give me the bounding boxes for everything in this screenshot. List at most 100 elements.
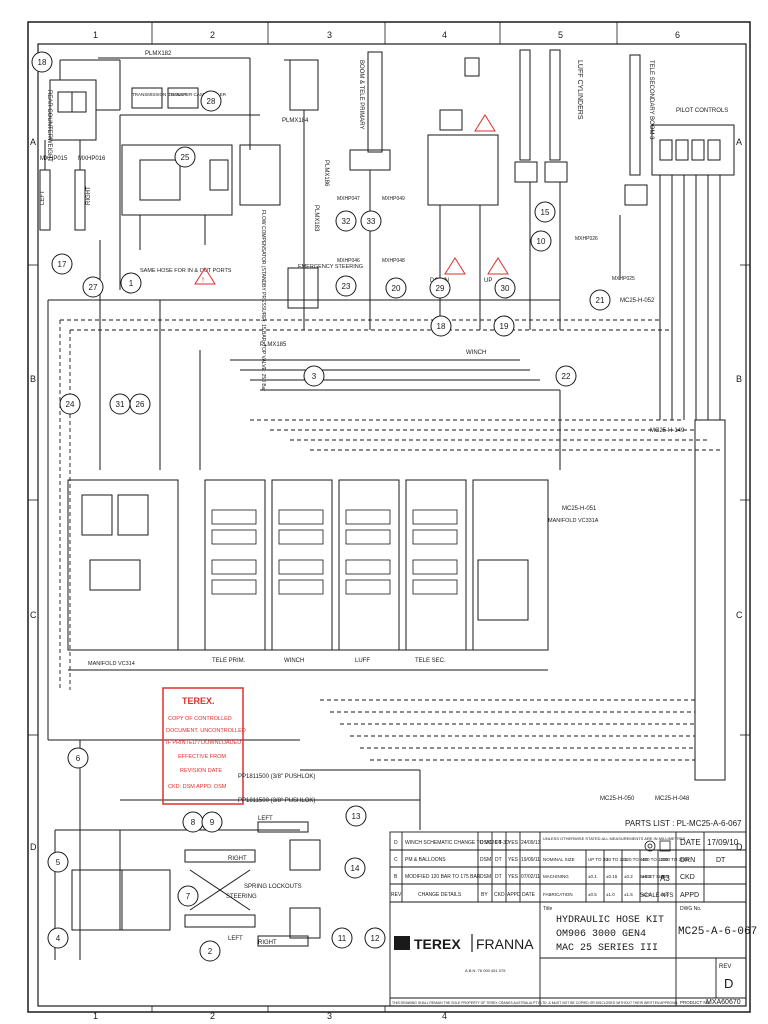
plmx184-label: PLMX184 <box>282 118 309 124</box>
left-cylinder-label: LEFT <box>40 190 46 205</box>
callout-balloon-number: 23 <box>342 282 351 291</box>
callout-balloon: 14 <box>344 857 366 879</box>
tolerance-row: FABRICATION ±0.5 ±1.0 ±1.5 ±2.0 ±3.0 <box>543 892 669 897</box>
rev-id: B <box>394 874 398 880</box>
abn-text: A.B.N. 76 000 451 075 <box>465 968 506 973</box>
callout-balloon-circle <box>335 210 357 232</box>
date-label: DATE <box>680 838 701 847</box>
stamp-line: DOCUMENT. UNCONTROLLED <box>166 728 246 734</box>
callout-balloon-circle <box>534 201 556 223</box>
callout-balloon: 19 <box>493 315 515 337</box>
rev-by: DSM <box>480 840 491 846</box>
callout-balloon-number: 28 <box>207 97 216 106</box>
tolerance-label: MACHINING <box>543 874 569 879</box>
tolerance-cell: ±0.5 <box>588 892 597 897</box>
valve-bank <box>67 479 549 671</box>
plmx183-label: PLMX183 <box>313 205 319 232</box>
callout-balloon-number: 26 <box>136 400 145 409</box>
callout-balloon-number: 32 <box>342 217 351 226</box>
callout-balloon: 29 <box>429 277 451 299</box>
callout-balloon-number: 18 <box>437 322 446 331</box>
callout-balloon: 31 <box>109 393 131 415</box>
mxhp049-label: MXHP049 <box>382 196 405 202</box>
stamp-line: CKD: DSM APPD: DSM <box>168 784 227 790</box>
callout-balloon-circle <box>303 365 325 387</box>
callout-balloon: 5 <box>47 851 69 873</box>
rev-by: DSM <box>480 857 491 863</box>
tolerance-cell: ±2.0 <box>642 892 651 897</box>
col-label-top: 4 <box>442 30 447 40</box>
col-label-top: 5 <box>558 30 563 40</box>
dwg-number: MC25-A-6-067 <box>678 926 757 938</box>
steering-right-top: RIGHT <box>228 856 247 862</box>
rev-date: 19/09/11 <box>521 857 540 863</box>
callout-balloon-number: 11 <box>338 934 347 943</box>
scale-label: SCALE NTS <box>640 893 673 899</box>
col-label-top: 2 <box>210 30 215 40</box>
callout-balloon-circle <box>177 885 199 907</box>
col-label-bottom: 1 <box>93 1011 98 1021</box>
callout-balloon-circle <box>201 811 223 833</box>
approval-cells: DATE 17/09/10 DRN DT CKD APPD SHEET SIZE… <box>640 838 739 899</box>
plmx185-label: PLMX185 <box>260 342 287 348</box>
callout-balloon: 23 <box>335 275 357 297</box>
title-line-1: HYDRAULIC HOSE KIT <box>556 915 664 926</box>
callout-balloon-number: 7 <box>186 892 191 901</box>
rev-date: 07/02/11 <box>521 874 540 880</box>
title-line-2: OM906 3000 GEN4 <box>556 929 646 940</box>
cylinders-group <box>349 49 648 330</box>
callout-balloon: 7 <box>177 885 199 907</box>
controlled-document-stamp: TEREX. COPY OF CONTROLLED DOCUMENT. UNCO… <box>162 687 246 805</box>
flow-compensator-label: FLOW COMPENSATOR (STANDBY PRESSURE): 15 … <box>260 210 266 391</box>
tolerance-cell: ±0.2 <box>624 874 633 879</box>
tolerance-cell: 400 TO 1000 <box>642 857 669 862</box>
rev-ckd: CKD <box>494 892 505 898</box>
steering-left-top: LEFT <box>258 816 273 822</box>
mxhp025-label: MXHP025 <box>612 276 635 282</box>
section-tele-sec-label: TELE SEC. <box>415 658 446 664</box>
sheet-size-value: A3 <box>660 874 670 883</box>
boom-tele-primary-label: BOOM & TELE PRIMARY <box>358 60 364 129</box>
rev-by: DSM <box>480 874 491 880</box>
callout-balloon-number: 30 <box>501 284 510 293</box>
callout-balloon-circle <box>120 272 142 294</box>
svg-text:!: ! <box>202 277 204 284</box>
parts-list-label: PARTS LIST : PL-MC25-A-6-067 <box>625 819 742 828</box>
stamp-line: REVISION DATE <box>180 768 222 774</box>
callout-balloon-number: 14 <box>351 864 360 873</box>
rev-details: MODIFIED 120 BAR TO 175 BAR <box>405 874 481 880</box>
rev-ckd: DT <box>495 840 502 846</box>
callout-balloon: 12 <box>364 927 386 949</box>
callout-balloon: 32 <box>335 210 357 232</box>
col-label-top: 3 <box>327 30 332 40</box>
product-number: MXA60670 <box>706 999 741 1006</box>
callout-balloon-number: 18 <box>38 58 47 67</box>
sheet-size-label: SHEET SIZE <box>640 874 666 879</box>
steering-right-bottom: RIGHT <box>258 940 277 946</box>
row-label-right: D <box>736 842 743 852</box>
revision-header-row: REV CHANGE DETAILS BY CKD APPD DATE <box>391 892 536 898</box>
stamp-line: COPY OF CONTROLLED <box>168 716 232 722</box>
tolerance-cell: ±1.0 <box>606 892 615 897</box>
callout-balloon-circle <box>530 230 552 252</box>
stamp-brand: TEREX. <box>182 696 215 706</box>
grid-ticks <box>28 22 750 1012</box>
callout-balloon: 13 <box>345 805 367 827</box>
rev-ckd: DT <box>495 874 502 880</box>
callout-balloon-number: 5 <box>56 858 61 867</box>
row-label-right: B <box>736 374 742 384</box>
tolerance-cell: 120 TO 400 <box>624 857 648 862</box>
callout-balloon-circle <box>364 927 386 949</box>
rev-appd: YES <box>508 874 519 880</box>
callout-balloon: 2 <box>199 940 221 962</box>
callout-balloon-number: 10 <box>537 237 546 246</box>
manifold-right-label: MANIFOLD VC331A <box>548 518 599 524</box>
tolerance-row: NOMINAL SIZE UP TO 30 30 TO 120 120 TO 4… <box>543 857 689 862</box>
callout-balloon-circle <box>129 393 151 415</box>
rev-ckd: DT <box>495 857 502 863</box>
callout-balloon: 18 <box>31 51 53 73</box>
steering-label: STEERING <box>226 894 257 900</box>
callout-balloon: 1 <box>120 272 142 294</box>
callout-balloon-circle <box>174 146 196 168</box>
